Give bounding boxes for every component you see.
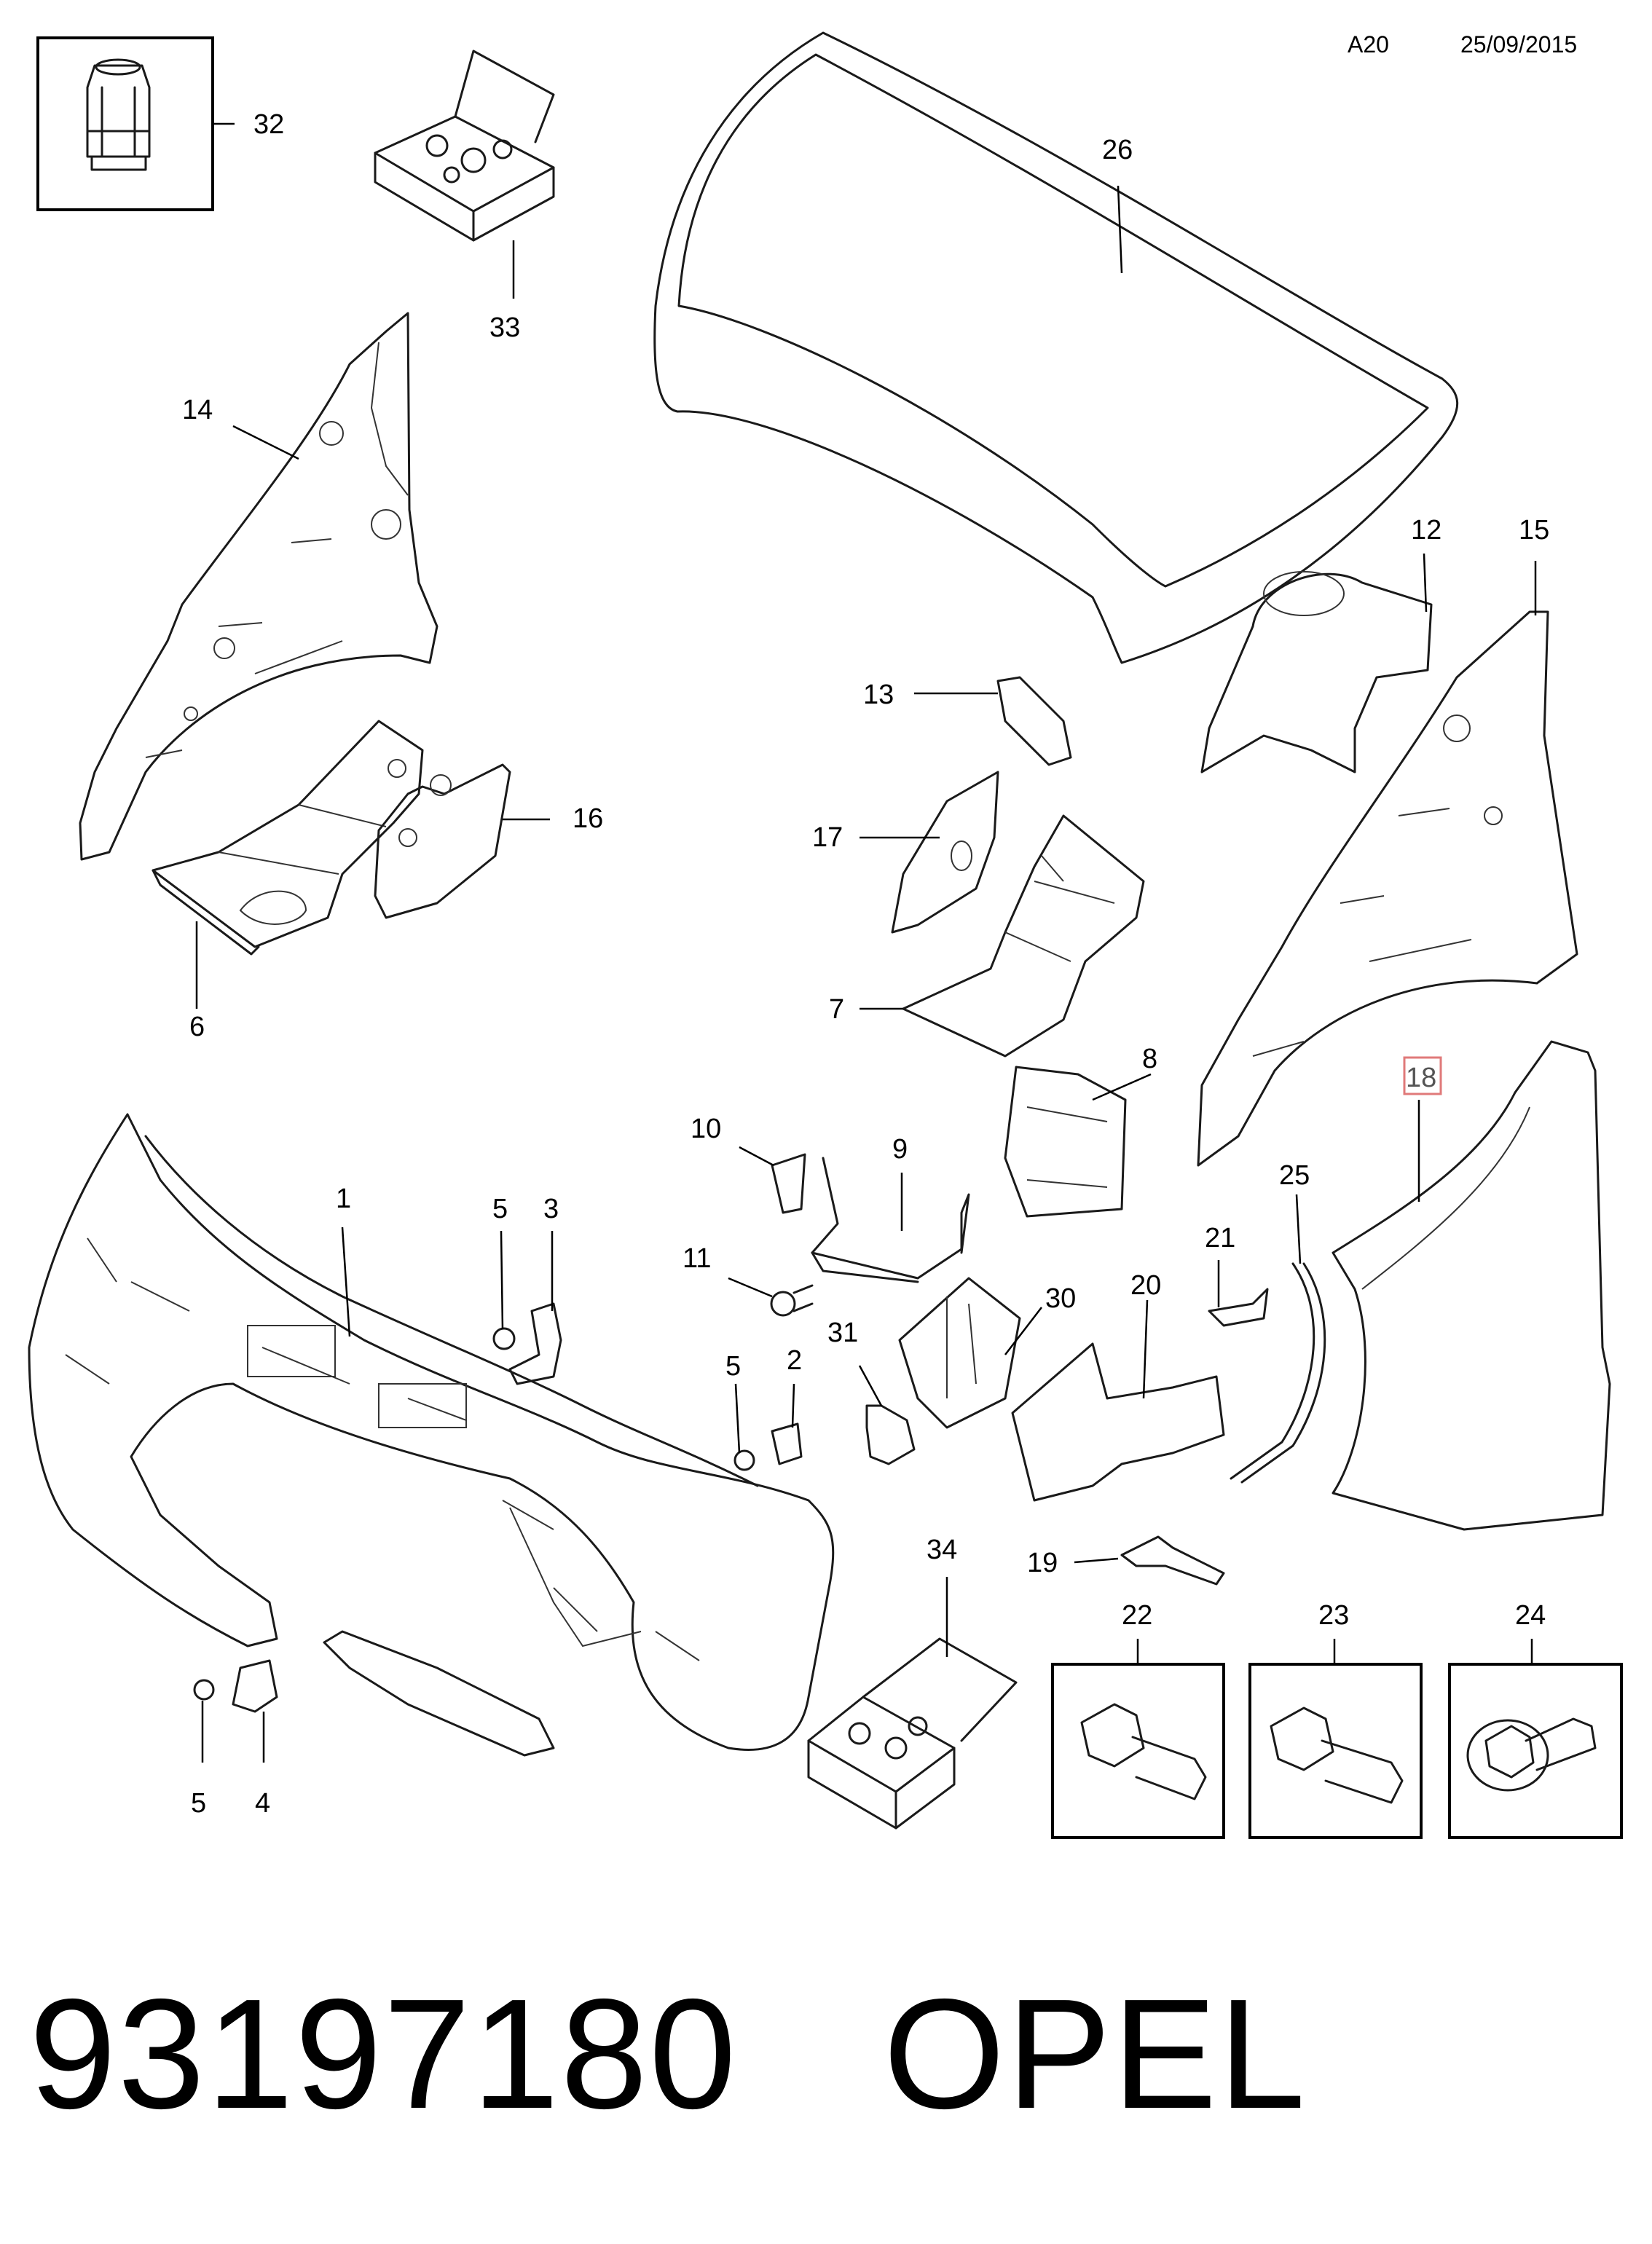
callout-19: 19: [1027, 1548, 1058, 1578]
callout-13: 13: [863, 680, 894, 710]
part-number-caption: 93197180 OPEL: [29, 1952, 1307, 2156]
callout-10: 10: [691, 1114, 721, 1144]
callout-5a: 5: [492, 1194, 508, 1224]
callout-5c: 5: [191, 1788, 206, 1819]
callout-16: 16: [573, 803, 603, 834]
part-19-hinge: [1120, 1535, 1225, 1586]
part-26-hood: [653, 31, 1459, 664]
part-13-bracket: [996, 676, 1072, 766]
callout-9: 9: [892, 1134, 908, 1165]
part-8-support: [1004, 1066, 1127, 1218]
part-23-bolt: [1248, 1663, 1423, 1839]
part-30-bracket: [898, 1277, 1021, 1429]
callout-33: 33: [489, 312, 520, 343]
callout-11: 11: [683, 1243, 711, 1274]
part-6-support-tray: [152, 720, 424, 956]
callout-15: 15: [1519, 515, 1549, 546]
part-22-bolt: [1051, 1663, 1225, 1839]
callout-23: 23: [1318, 1600, 1349, 1631]
callout-18: 18: [1406, 1063, 1436, 1093]
callout-6: 6: [189, 1012, 205, 1042]
part-15-inner-panel-right: [1197, 610, 1578, 1167]
part-34-clip-kit: [807, 1637, 1018, 1830]
callout-12: 12: [1411, 515, 1441, 546]
callout-4: 4: [255, 1788, 270, 1819]
callout-34: 34: [927, 1535, 957, 1565]
callout-1: 1: [336, 1184, 351, 1214]
callout-26: 26: [1102, 135, 1133, 165]
callout-31: 31: [827, 1318, 858, 1348]
part-10-bracket: [771, 1153, 806, 1214]
diagram-date: 25/09/2015: [1460, 31, 1577, 58]
highlight-box: [1403, 1056, 1442, 1095]
part-12-strut-tower: [1200, 571, 1433, 773]
callout-5b: 5: [725, 1351, 741, 1382]
callout-17: 17: [812, 822, 843, 853]
part-7-wheelarch-bracket: [902, 814, 1145, 1058]
part-2-bracket: [733, 1422, 803, 1471]
callout-22: 22: [1122, 1600, 1152, 1631]
part-9-bracket: [811, 1157, 970, 1283]
part-14-inner-panel-left: [79, 312, 438, 861]
callout-24: 24: [1515, 1600, 1546, 1631]
callout-7: 7: [829, 994, 844, 1025]
part-1-front-carrier: [28, 1113, 835, 1757]
callout-3: 3: [543, 1194, 559, 1224]
part-3-bracket: [492, 1302, 562, 1385]
part-25-seal-strip: [1230, 1262, 1326, 1484]
callout-30: 30: [1045, 1283, 1076, 1314]
brand-name: OPEL: [883, 1966, 1307, 2141]
callout-21: 21: [1205, 1223, 1235, 1253]
part-17-gusset: [891, 771, 999, 934]
part-16-bracket-left: [374, 763, 511, 919]
part-24-bolt: [1448, 1663, 1623, 1839]
part-33-clip-kit: [374, 50, 555, 242]
callout-20: 20: [1130, 1270, 1161, 1301]
callout-2: 2: [787, 1345, 802, 1376]
callout-14: 14: [182, 395, 213, 425]
part-number: 93197180: [29, 1966, 738, 2141]
page-code: A20: [1348, 31, 1389, 58]
callout-25: 25: [1279, 1160, 1310, 1191]
callout-32: 32: [253, 109, 284, 140]
part-31-bracket: [865, 1404, 916, 1465]
part-20-bracket: [1011, 1342, 1225, 1502]
part-11-bolt: [770, 1284, 814, 1317]
part-18-front-fender: [1332, 1040, 1611, 1531]
part-4-bracket: [193, 1659, 278, 1713]
callout-8: 8: [1142, 1044, 1157, 1074]
part-32-nut: [36, 36, 214, 211]
part-21-clip: [1208, 1288, 1269, 1327]
